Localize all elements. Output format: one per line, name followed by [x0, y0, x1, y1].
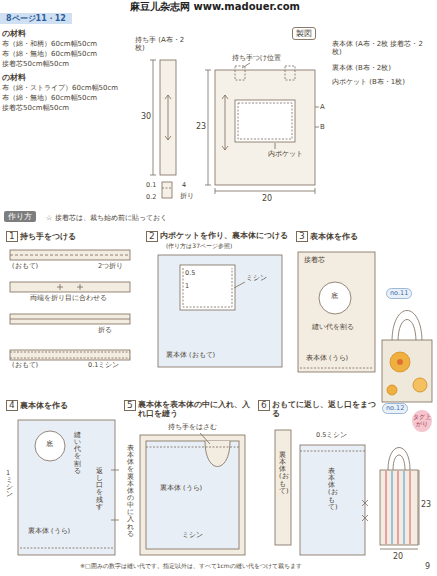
mark-letter: A [320, 103, 325, 111]
annotation-label: 縫い代を割る [312, 324, 354, 331]
annotation-label: 底 [331, 292, 338, 300]
annotation-label: 布（綿・ストライプ）60cm幅50cm [2, 84, 118, 92]
annotation-label: ミシン [182, 532, 203, 539]
annotation-label: 接着芯50cm幅50cm [2, 60, 69, 68]
annotation-label: 1ミシン [6, 470, 13, 499]
annotation-label: 0.5ミシン [316, 432, 347, 439]
node-text: no.11 [390, 289, 408, 297]
step-heading: 裏本体を表本体の中に入れ、入れ口を縫う [138, 401, 253, 418]
step-number: 1 [6, 231, 18, 242]
annotation-label: ミシン [246, 275, 267, 282]
step-number: 2 [146, 231, 158, 242]
step-number: 5 [124, 400, 136, 411]
node-text: タグ上がり [413, 413, 431, 427]
dimension: 1 [185, 283, 189, 290]
annotation-label: 接着芯 [304, 257, 325, 264]
materials-heading: の材料 [2, 74, 26, 83]
dimension: 23 [196, 122, 206, 131]
dimension: 20 [262, 194, 272, 203]
dimension: 20 [393, 552, 403, 561]
annotation-label: 接着芯50cm幅50cm [2, 104, 69, 112]
piece-name: 裏本体 (B布・2枚) [332, 64, 432, 72]
annotation-label: 両端を折り目に合わせる [30, 295, 107, 302]
annotation-label: 持ち手つけ位置 [232, 54, 281, 62]
step-heading: 内ポケットを作り、裏本体につける [160, 232, 288, 241]
step-number: 4 [6, 400, 18, 411]
page-number: 9 [425, 562, 430, 571]
watermark: 麻豆儿杂志网 www.madouer.com [130, 1, 300, 13]
annotation-label: (おもて) [12, 263, 38, 270]
annotation-label: 裏本体 (うら) [28, 528, 70, 535]
annotation-label: 布（綿・和柄）60cm幅50cm [2, 40, 97, 48]
annotation-label: 表本体を裏本体の中に入れる [127, 445, 134, 538]
annotation-label: 0.1ミシン [88, 362, 119, 369]
annotation-label: (作り方は37ページ参照) [166, 243, 232, 250]
step-number: 6 [258, 400, 270, 411]
step-heading: おもてに返し、返し口をまつる [272, 401, 376, 418]
materials-heading: の材料 [2, 30, 26, 39]
step-heading: 裏本体を作る [20, 401, 68, 410]
page-band: 8ページ11・12 [0, 13, 72, 24]
annotation-label: 布（綿・無地）60cm幅50cm [2, 94, 97, 102]
annotation-label: 表本体 (うら) [306, 355, 348, 362]
annotation-label: 裏本体 (おもて) [166, 352, 215, 359]
dimension: 23 [421, 500, 431, 509]
dimension: 0.1 [146, 182, 156, 189]
annotation-label: 折り [180, 193, 194, 200]
node-text: 製図 [296, 29, 312, 38]
dimension: 4 [182, 182, 186, 189]
annotation-label: (おもて) [12, 362, 38, 369]
item-tag: no.12 [382, 403, 408, 414]
annotation-label: 裏本体 (うら) [160, 485, 202, 492]
dimension: 0.2 [146, 194, 156, 201]
piece-name: 持ち手 (A布・2枚) [135, 36, 185, 52]
annotation-label: 表本体 (おもて) [328, 468, 335, 511]
section-tag: 製図 [292, 27, 316, 40]
piece-name: 表本体 (A布・2枚 接着芯・2枚) [332, 40, 432, 56]
section-tag: 作り方 [4, 211, 36, 222]
dimension: 0.5 [185, 270, 195, 277]
annotation-label: ☆ 接着芯は、裁ち始め前に貼っておく [46, 214, 167, 222]
node-text: no.12 [386, 404, 404, 412]
annotation-label: 縫い代を割る [74, 432, 81, 475]
item-tag: no.11 [386, 288, 412, 299]
annotation-label: 折る [98, 327, 112, 334]
step-number: 3 [296, 231, 308, 242]
note-bubble: タグ上がり [412, 410, 432, 432]
annotation-label: 底 [46, 440, 53, 448]
piece-name: 内ポケット [268, 150, 303, 158]
step-heading: 持ち手をつける [20, 232, 76, 241]
node-text: 8ページ11・12 [6, 14, 66, 23]
node-text: 作り方 [8, 212, 32, 221]
annotation-label: 布（綿・無地）60cm幅50cm [2, 50, 97, 58]
piece-name: 内ポケット (B布・1枚) [332, 78, 432, 86]
annotation-label: 2つ折り [98, 263, 123, 270]
mark-letter: B [320, 123, 325, 131]
dimension: 30 [141, 112, 151, 121]
step-heading: 表本体を作る [310, 232, 358, 241]
footnote: ※□囲みの数字は縫い代です。指定以外は、すべて1cmの縫い代をつけて裁ちます [80, 563, 302, 570]
annotation-label: 持ち手をはさむ [168, 424, 217, 431]
annotation-label: 返し口を残す [96, 468, 103, 511]
annotation-label: 裏本体 (おもて) [279, 452, 286, 495]
